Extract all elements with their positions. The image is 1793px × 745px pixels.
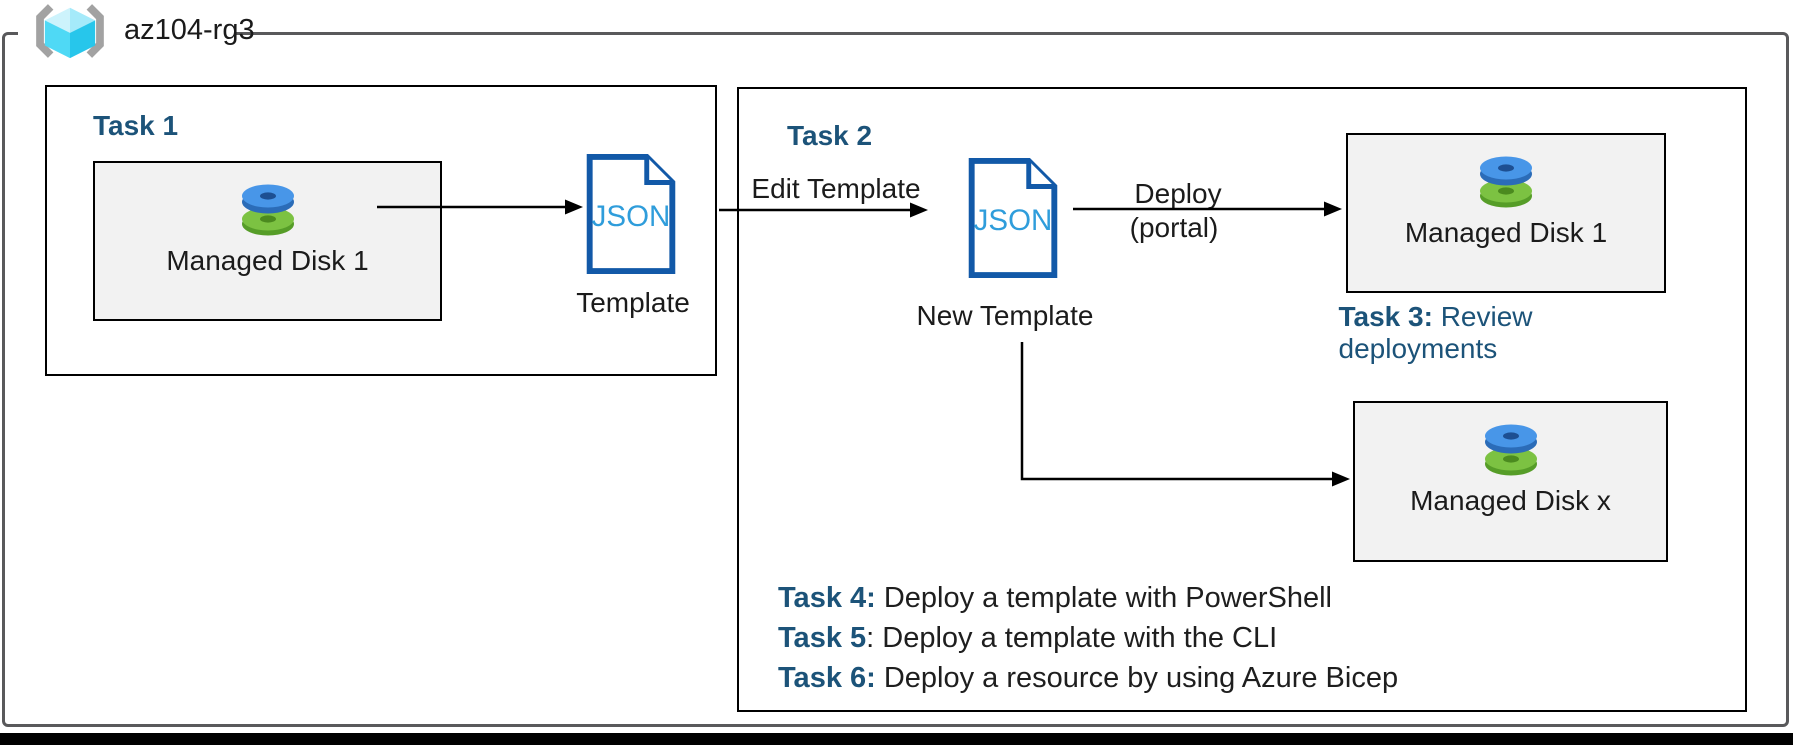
managed-disk-icon xyxy=(1484,424,1537,476)
bottom-screen-bar xyxy=(0,733,1793,745)
managed-disk-icon xyxy=(241,184,294,236)
task1-title: Task 1 xyxy=(93,110,179,141)
deploy-arrow-label-line2: (portal) xyxy=(1129,212,1219,243)
task4-line: Task 4: Deploy a template with PowerShel… xyxy=(778,578,1398,618)
managed-disk-1-box-task1: Managed Disk 1 xyxy=(93,161,442,321)
task6-text: Deploy a resource by using Azure Bicep xyxy=(875,662,1399,694)
task5-text: : Deploy a template with the CLI xyxy=(866,622,1278,654)
task5-label: Task 5 xyxy=(778,622,867,654)
managed-disk-1-label: Managed Disk 1 xyxy=(166,245,369,276)
managed-disk-1-label: Managed Disk 1 xyxy=(1404,217,1608,248)
edit-template-arrow-label: Edit Template xyxy=(751,173,921,204)
json-icon-text: JSON xyxy=(592,200,671,233)
task4-label: Task 4: xyxy=(778,582,876,614)
deploy-arrow-label-line1: Deploy xyxy=(1134,178,1222,209)
new-template-label: New Template xyxy=(916,300,1094,331)
managed-disk-x-box: Managed Disk x xyxy=(1353,401,1668,562)
resource-group-icon xyxy=(36,4,104,59)
resource-group-border xyxy=(2,32,1789,727)
managed-disk-icon xyxy=(1480,156,1532,208)
template-label: Template xyxy=(576,287,690,318)
resource-group-border-gap xyxy=(18,29,236,39)
json-template-icon: JSON xyxy=(586,153,676,275)
task4-text: Deploy a template with PowerShell xyxy=(875,582,1332,614)
left-bracket-icon xyxy=(36,4,54,58)
json-icon-text: JSON xyxy=(974,204,1053,237)
task6-label: Task 6: xyxy=(778,662,876,694)
task3-caption: Task 3: Review deployments xyxy=(1339,301,1642,365)
managed-disk-1-box-task2: Managed Disk 1 xyxy=(1346,133,1666,293)
task2-title: Task 2 xyxy=(787,120,873,151)
json-new-template-icon: JSON xyxy=(968,157,1058,279)
task6-line: Task 6: Deploy a resource by using Azure… xyxy=(778,658,1398,698)
right-bracket-icon xyxy=(86,4,104,58)
task-list: Task 4: Deploy a template with PowerShel… xyxy=(778,578,1398,698)
task3-caption-text: Review deployments xyxy=(1338,301,1541,364)
resource-group-label: az104-rg3 xyxy=(124,14,255,46)
task5-line: Task 5: Deploy a template with the CLI xyxy=(778,618,1398,658)
managed-disk-x-label: Managed Disk x xyxy=(1410,485,1611,516)
task3-caption-bold: Task 3: xyxy=(1338,301,1433,332)
